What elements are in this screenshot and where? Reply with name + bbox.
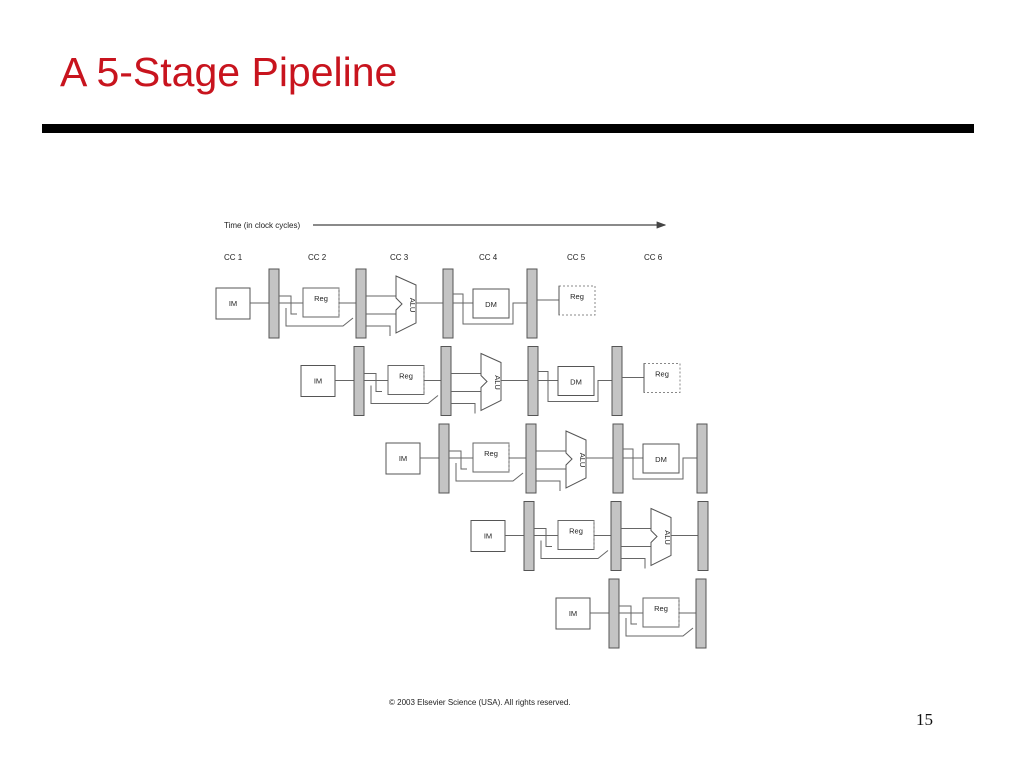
time-axis: Time (in clock cycles) [224,221,667,230]
im-box [300,365,336,397]
reg-read-box [387,365,425,395]
pipeline-register [611,346,623,416]
im-box [385,442,421,475]
dm-box [557,366,595,396]
reg-write-box [643,363,681,393]
pipeline-register [697,501,709,571]
stage-label: Reg [314,294,328,303]
stage-label: Reg [570,292,584,301]
time-axis-label: Time (in clock cycles) [224,221,300,230]
stage-label: Reg [399,372,413,381]
alu-shape [650,507,672,567]
reg-read-box [557,520,595,550]
stage-label: DM [655,455,667,464]
pipeline-register [610,501,622,571]
pipeline-register [353,346,365,416]
clock-cycle-label: CC 2 [308,253,327,262]
alu-label: ALU [493,375,502,390]
stage-label: IM [569,609,577,618]
alu-label: ALU [663,530,672,545]
instruction-row: IM Reg ALU DM [385,423,708,494]
stage-label: Reg [654,604,668,613]
clock-cycle-labels: CC 1 CC 2 CC 3 CC 4 CC 5 CC 6 [224,253,663,262]
pipeline-register [527,346,539,416]
stage-label: Reg [569,527,583,536]
pipeline-register [268,268,280,339]
copyright-notice: © 2003 Elsevier Science (USA). All right… [389,698,571,707]
pipeline-register [608,578,620,649]
reg-read-box [302,287,340,318]
stage-label: IM [399,454,407,463]
pipeline-register [612,423,624,494]
title-divider [42,124,974,133]
stage-label: Reg [484,449,498,458]
pipeline-register [525,423,537,494]
alu-label: ALU [578,453,587,468]
stage-label: Reg [655,370,669,379]
pipeline-register [695,578,707,649]
pipeline-register [696,423,708,494]
stage-label: IM [314,377,322,386]
clock-cycle-label: CC 6 [644,253,663,262]
instruction-row: IM Reg ALU [470,501,709,571]
pipeline-register [442,268,454,339]
pipeline-register [355,268,367,339]
clock-cycle-label: CC 4 [479,253,498,262]
pipeline-register [440,346,452,416]
instruction-row: IM Reg [555,578,707,649]
clock-cycle-label: CC 3 [390,253,409,262]
alu-shape [480,352,502,412]
dm-box [472,288,510,319]
alu-label: ALU [408,298,417,313]
slide-title: A 5-Stage Pipeline [60,49,398,95]
stage-label: DM [485,300,497,309]
stage-label: IM [229,299,237,308]
dm-box [642,443,680,474]
alu-shape [565,430,587,489]
stage-label: DM [570,378,582,387]
im-box [470,520,506,552]
reg-write-box [558,285,596,316]
pipeline-register [523,501,535,571]
clock-cycle-label: CC 5 [567,253,586,262]
page-number: 15 [916,710,933,729]
pipeline-register [438,423,450,494]
alu-shape [395,275,417,334]
stage-label: IM [484,532,492,541]
pipeline-register [526,268,538,339]
clock-cycle-label: CC 1 [224,253,243,262]
